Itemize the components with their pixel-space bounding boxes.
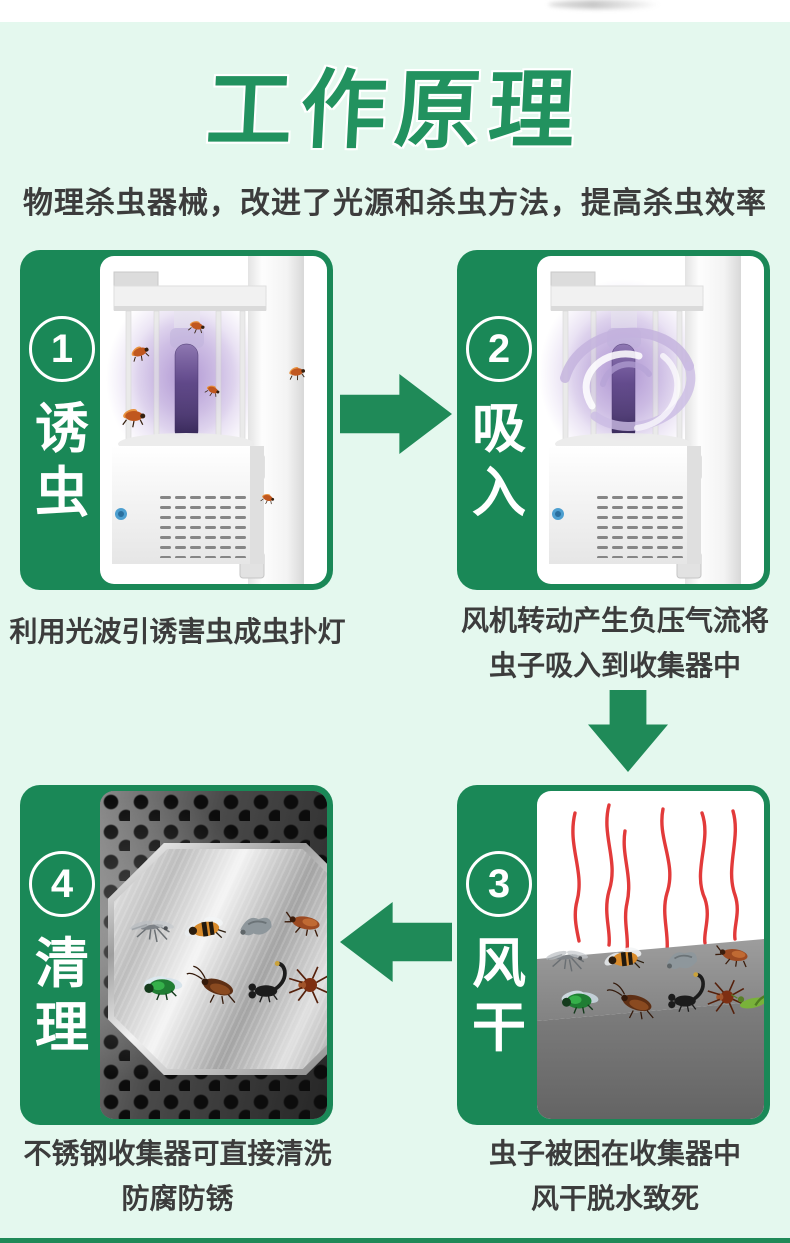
- stainless-collector-plate: [114, 849, 327, 1069]
- top-smudge: [548, 0, 660, 9]
- step-label: 清理: [35, 934, 89, 1058]
- caption-step-clean: 不锈钢收集器可直接清洗 防腐防锈: [5, 1140, 350, 1230]
- caption-line: 虫子吸入到收集器中: [488, 650, 741, 681]
- collector-plate-border: [108, 843, 327, 1075]
- top-strip: [0, 0, 790, 22]
- step-number-badge: 3: [466, 851, 532, 917]
- step-number: 4: [50, 861, 74, 906]
- step-number: 3: [487, 861, 511, 906]
- arrow-down-icon: [588, 690, 668, 772]
- step-card-suction: 2 吸入: [457, 250, 770, 590]
- caption-line: 风机转动产生负压气流将: [460, 605, 769, 636]
- step-label: 诱虫: [35, 399, 89, 523]
- step-strip: 2 吸入: [457, 250, 541, 590]
- step-photo-clean: [100, 791, 327, 1119]
- page-title: 工作原理: [204, 63, 586, 159]
- caption-line: 防腐防锈: [121, 1183, 234, 1214]
- bottom-section-divider: [0, 1238, 790, 1243]
- arrow-right-icon: [340, 374, 452, 454]
- step-card-airdry: 3 风干: [457, 785, 770, 1125]
- step-number-badge: 1: [29, 316, 95, 382]
- air-flow-lines-icon: [571, 803, 739, 953]
- step-photo-suction: [537, 256, 764, 584]
- step-strip: 3 风干: [457, 785, 541, 1125]
- step-label: 吸入: [472, 399, 526, 523]
- step-number: 1: [50, 326, 74, 371]
- caption-line: 风干脱水致死: [530, 1183, 699, 1214]
- insects-air-drying-illustration: [537, 803, 764, 1119]
- insect-lamp-attract-illustration: [106, 256, 307, 584]
- step-card-clean: 4 清理: [20, 785, 333, 1125]
- step-card-attract: 1 诱虫: [20, 250, 333, 590]
- collector-front-face: [537, 1001, 764, 1119]
- step-photo-attract: [100, 256, 327, 584]
- vortex-swirl-icon: [560, 327, 696, 431]
- caption-line: 不锈钢收集器可直接清洗: [23, 1138, 332, 1169]
- caption-step-suction: 风机转动产生负压气流将 虫子吸入到收集器中: [455, 607, 775, 697]
- step-photo-airdry: [537, 791, 764, 1119]
- caption-step-airdry: 虫子被困在收集器中 风干脱水致死: [455, 1140, 775, 1230]
- arrow-left-icon: [340, 902, 452, 982]
- step-number-badge: 4: [29, 851, 95, 917]
- collected-insects-illustration: [128, 911, 327, 1005]
- step-number: 2: [487, 326, 511, 371]
- caption-step-attract: 利用光波引诱害虫成虫扑灯: [5, 616, 350, 648]
- step-label: 风干: [472, 934, 526, 1058]
- step-strip: 4 清理: [20, 785, 104, 1125]
- page-subtitle: 物理杀虫器械，改进了光源和杀虫方法，提高杀虫效率: [23, 187, 767, 220]
- step-number-badge: 2: [466, 316, 532, 382]
- insect-lamp-vortex-illustration: [539, 256, 742, 584]
- step-strip: 1 诱虫: [20, 250, 104, 590]
- caption-line: 虫子被困在收集器中: [488, 1138, 741, 1169]
- caption-line: 利用光波引诱害虫成虫扑灯: [9, 616, 346, 647]
